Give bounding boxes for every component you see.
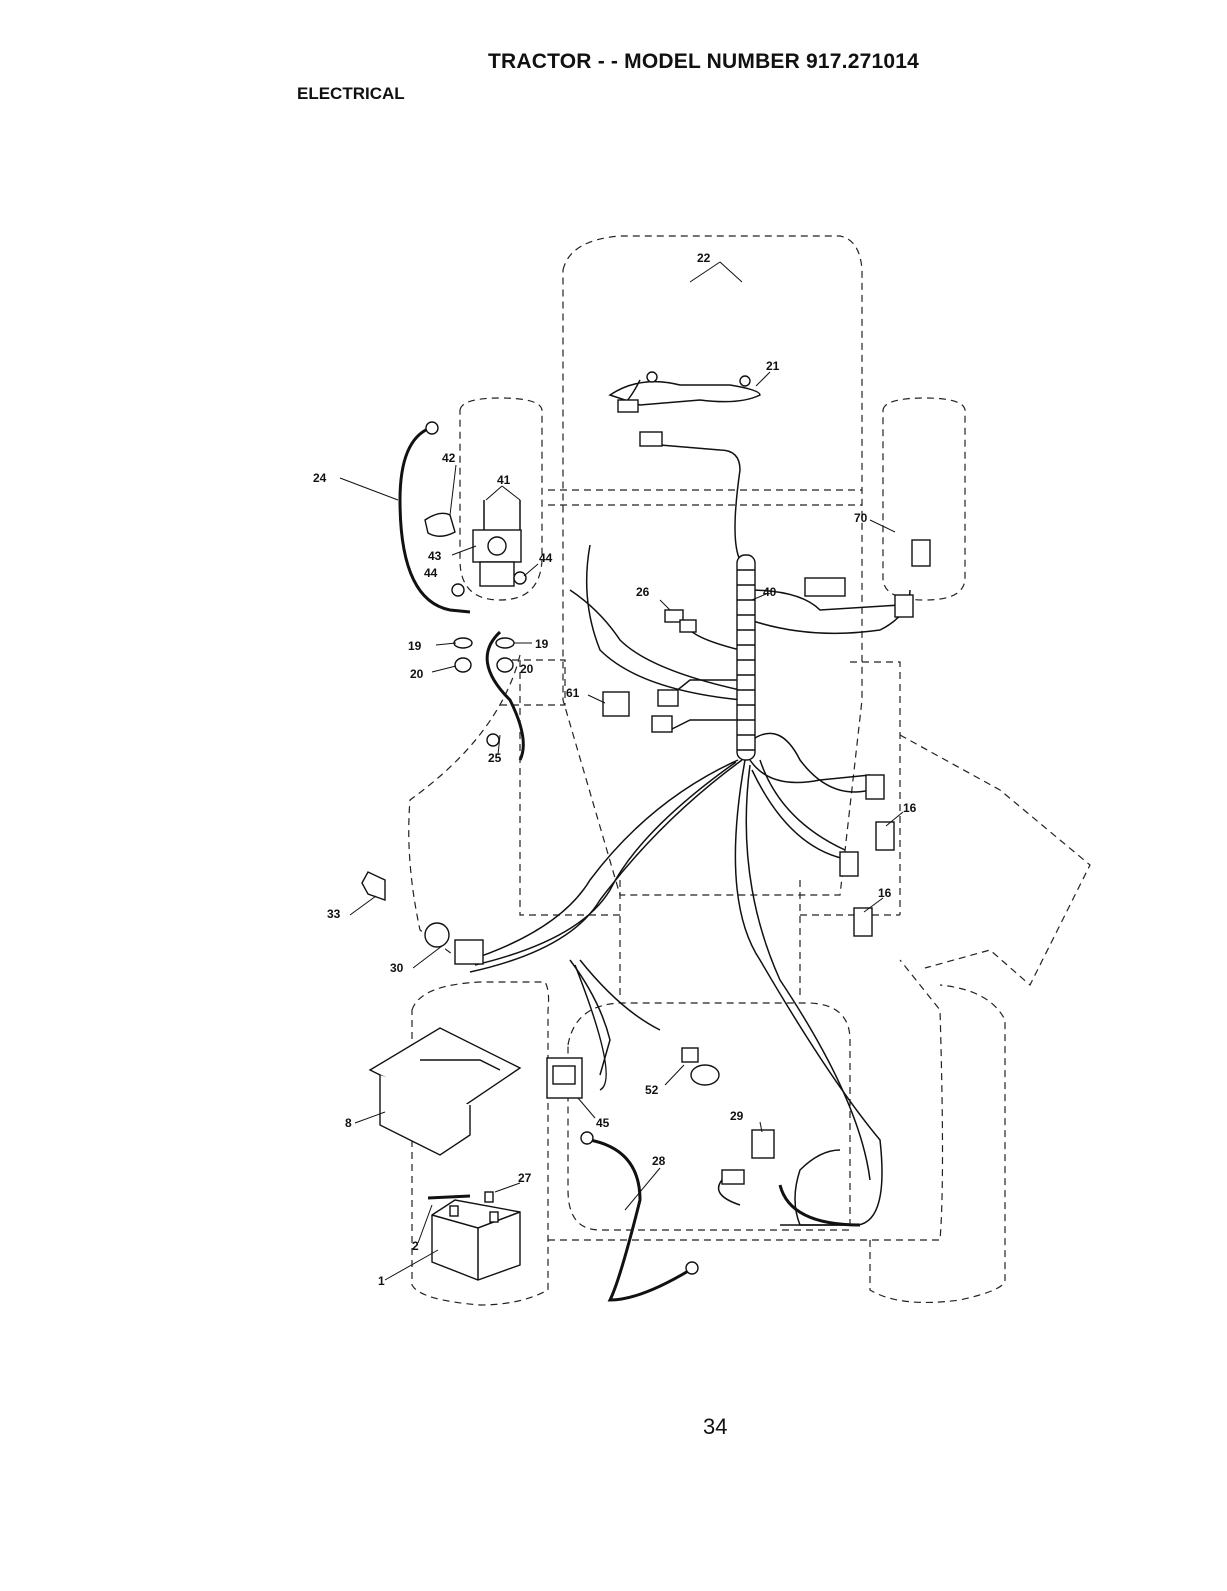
battery-box [370, 1028, 520, 1155]
callout-2: 2 [412, 1239, 419, 1253]
callout-61: 61 [566, 686, 580, 700]
callout-8: 8 [345, 1116, 352, 1130]
callout-40: 40 [763, 585, 777, 599]
callout-42: 42 [442, 451, 456, 465]
callout-20-left: 20 [410, 667, 424, 681]
callout-30: 30 [390, 961, 404, 975]
callout-22: 22 [697, 251, 711, 265]
callout-43: 43 [428, 549, 442, 563]
callout-52: 52 [645, 1083, 659, 1097]
callout-20-right: 20 [520, 662, 534, 676]
callout-28: 28 [652, 1154, 666, 1168]
callout-25: 25 [488, 751, 502, 765]
callout-44-right: 44 [539, 551, 553, 565]
callout-70: 70 [854, 511, 868, 525]
ignition-switch [362, 872, 483, 964]
callout-21: 21 [766, 359, 780, 373]
callout-16-upper: 16 [903, 801, 917, 815]
callout-41: 41 [497, 473, 511, 487]
callout-19-left: 19 [408, 639, 422, 653]
callout-33: 33 [327, 907, 341, 921]
battery [428, 1192, 520, 1280]
solenoid-assembly [425, 500, 526, 596]
callout-19-right: 19 [535, 637, 549, 651]
callout-27: 27 [518, 1171, 532, 1185]
callout-44-left: 44 [424, 566, 438, 580]
callout-16-lower: 16 [878, 886, 892, 900]
harness-conduit-40 [737, 555, 755, 760]
callout-1: 1 [378, 1274, 385, 1288]
callout-29: 29 [730, 1109, 744, 1123]
callout-26: 26 [636, 585, 650, 599]
washers-nuts [454, 638, 514, 672]
dash-components [547, 1048, 860, 1225]
headlight-assembly [610, 372, 760, 446]
callout-24: 24 [313, 471, 327, 485]
callout-45: 45 [596, 1116, 610, 1130]
seat-switches [854, 822, 894, 936]
wiring-harness [470, 445, 910, 1225]
page-number: 34 [703, 1414, 727, 1440]
